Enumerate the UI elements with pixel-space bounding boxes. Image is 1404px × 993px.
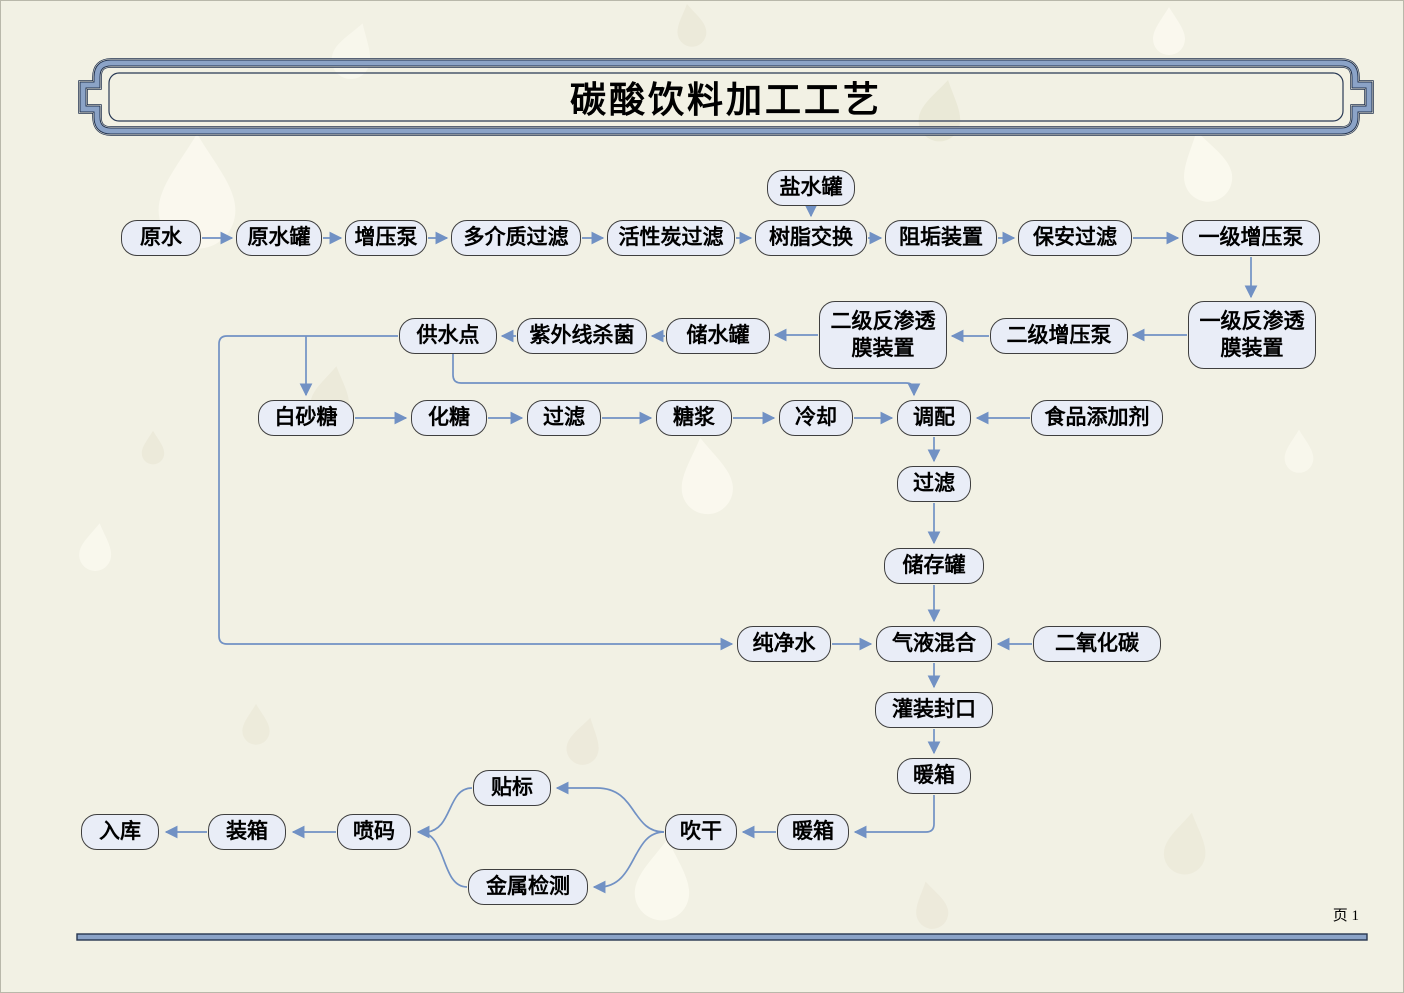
node-yuanshuiguan: 原水罐 (236, 220, 322, 256)
node-baishatang: 白砂糖 (258, 400, 354, 436)
node-nuanxiang-2: 暖箱 (777, 814, 849, 850)
node-zhuangxiang: 装箱 (208, 814, 286, 850)
flow-arrows (164, 204, 1258, 894)
node-tiaopei: 调配 (897, 400, 971, 436)
node-chunjingshui: 纯净水 (737, 626, 831, 662)
node-ruku: 入库 (81, 814, 159, 850)
bottom-rule (76, 933, 1368, 941)
node-ziwaixian-shajun: 紫外线杀菌 (517, 318, 647, 354)
node-nuanxiang-1: 暖箱 (897, 758, 971, 794)
node-yanshuiguan: 盐水罐 (767, 170, 855, 206)
node-zugou-zhuangzhi: 阻垢装置 (885, 220, 997, 256)
node-guanzhuang-fengkou: 灌装封口 (875, 692, 993, 728)
node-lengque: 冷却 (779, 400, 853, 436)
page-number: 页 1 (1332, 908, 1359, 924)
node-baoan-guolv: 保安过滤 (1018, 220, 1132, 256)
node-tiebiao: 贴标 (473, 770, 551, 806)
node-chushuiguan: 储水罐 (666, 318, 770, 354)
node-yiji-zengyabeng: 一级增压泵 (1182, 220, 1320, 256)
node-erji-zengyabeng: 二级增压泵 (990, 318, 1128, 354)
node-penma: 喷码 (337, 814, 411, 850)
page-title: 碳酸饮料加工工艺 (569, 80, 882, 120)
node-huatang: 化糖 (411, 400, 487, 436)
node-yuanshui: 原水 (121, 220, 201, 256)
node-guolv-2: 过滤 (897, 466, 971, 502)
watermark-droplets (77, 1, 1314, 932)
node-yiji-fanshentou: 一级反渗透 膜装置 (1188, 301, 1316, 369)
node-chuigan: 吹干 (665, 814, 737, 850)
node-guolv-tang: 过滤 (527, 400, 601, 436)
node-jinshu-jiance: 金属检测 (468, 869, 588, 905)
node-gongshuidian: 供水点 (399, 318, 497, 354)
title-frame (78, 58, 1374, 136)
node-shuzhi-jiaohuan: 树脂交换 (755, 220, 867, 256)
node-erji-fanshentou: 二级反渗透 膜装置 (819, 301, 947, 369)
node-eryanghuatan: 二氧化碳 (1033, 626, 1161, 662)
node-tangjiang: 糖浆 (656, 400, 732, 436)
node-huoxingtan-guolv: 活性炭过滤 (607, 220, 735, 256)
node-shipin-tianjiaji: 食品添加剂 (1031, 400, 1163, 436)
node-chucunguan: 储存罐 (884, 548, 984, 584)
node-zengyabeng: 增压泵 (345, 220, 427, 256)
node-duojiezhi-guolv: 多介质过滤 (451, 220, 581, 256)
node-qiye-hunhe: 气液混合 (876, 626, 992, 662)
